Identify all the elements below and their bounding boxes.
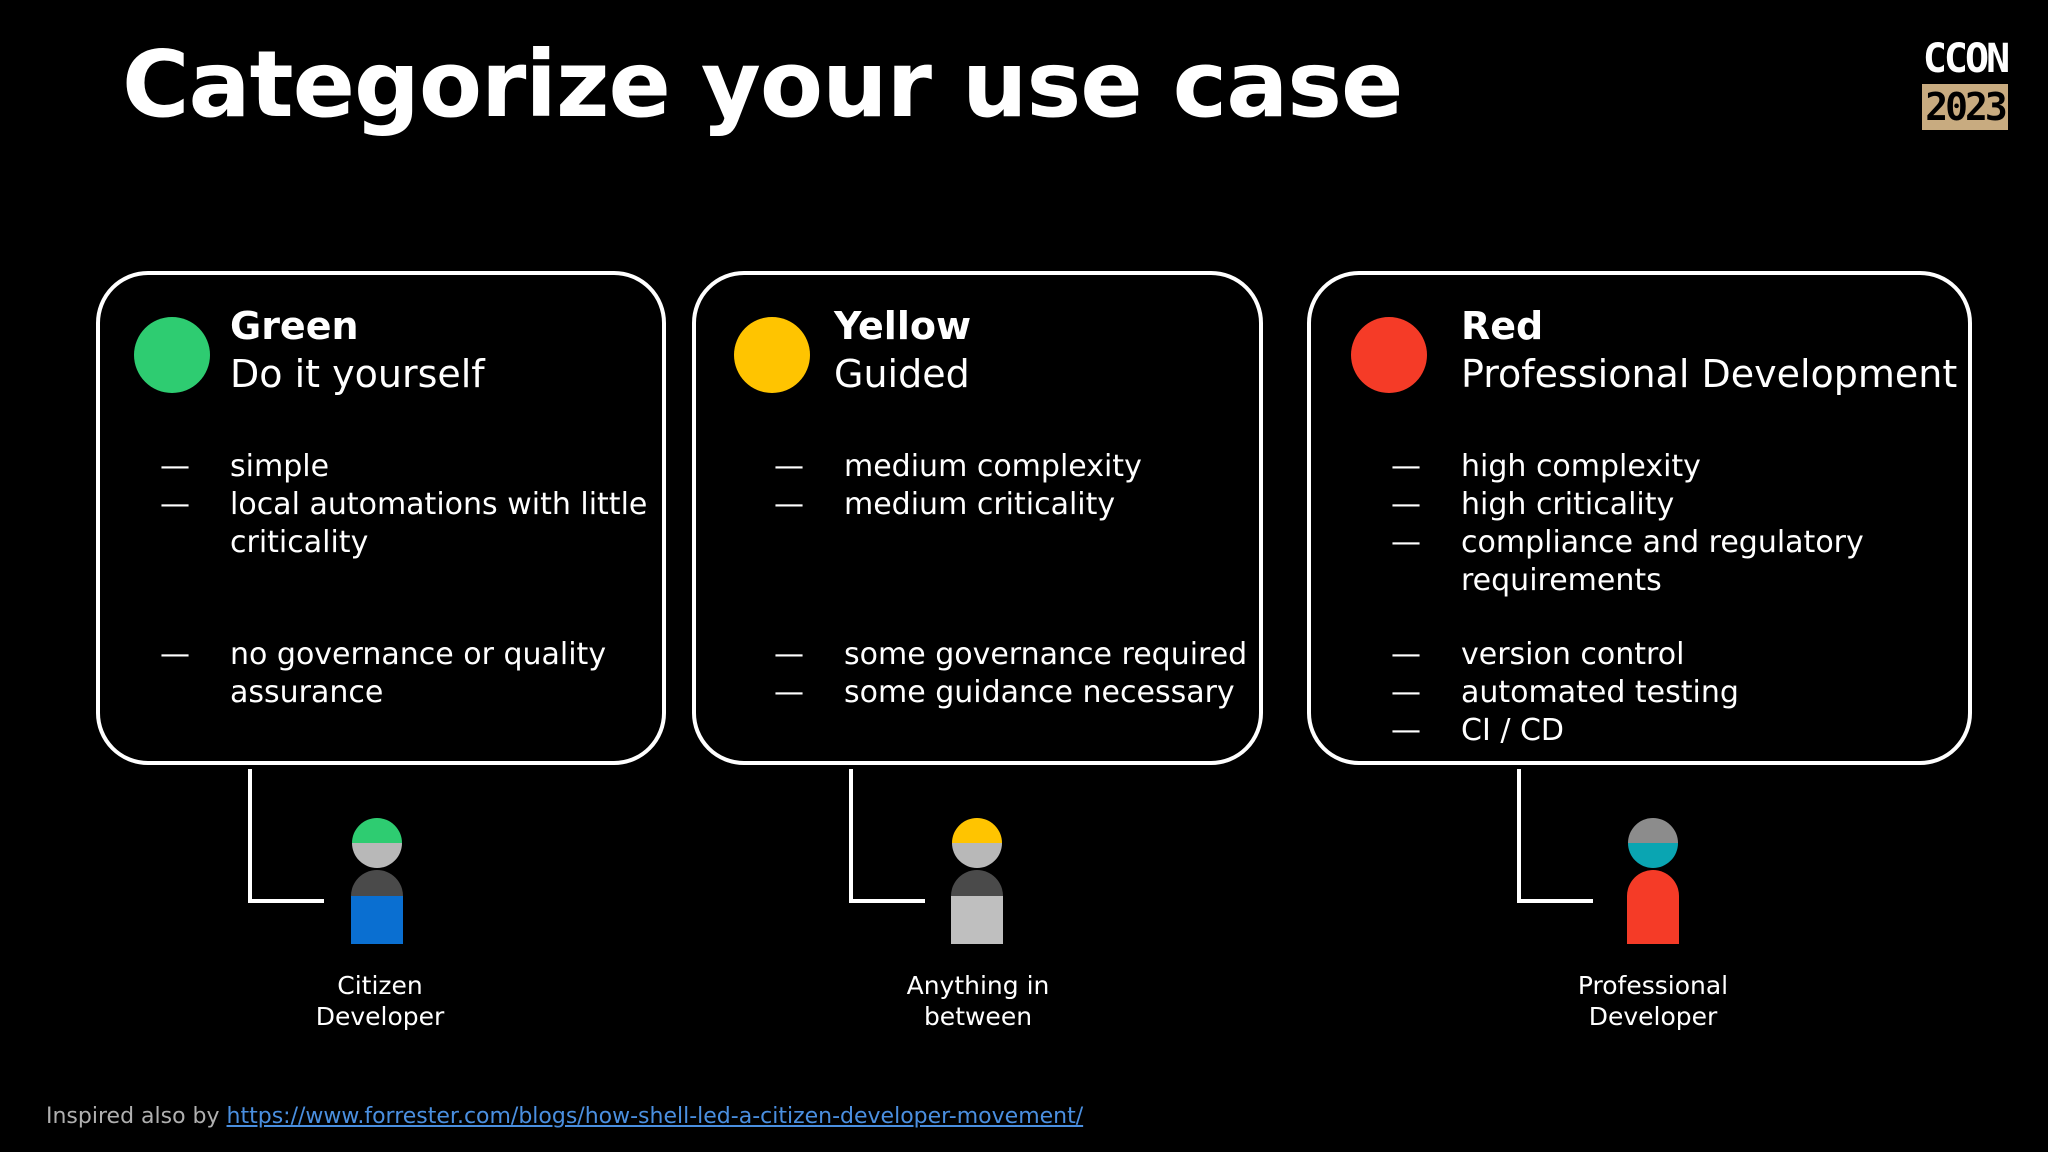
- bullet-dash: —: [774, 449, 804, 484]
- bullet-dash: —: [160, 637, 190, 672]
- card-red: Red Professional Development — high comp…: [1307, 271, 1972, 765]
- connector-red: [1517, 769, 1593, 903]
- card-yellow: Yellow Guided — medium complexity — medi…: [692, 271, 1263, 765]
- card-green-name: Green: [230, 304, 359, 348]
- card-yellow-name: Yellow: [834, 304, 972, 348]
- role-line: Developer: [1588, 1002, 1718, 1031]
- bullet-dash: —: [774, 637, 804, 672]
- ccon-logo: CCON 2023: [1922, 36, 2010, 130]
- bullet-dash: —: [160, 449, 190, 484]
- list-item: medium complexity: [844, 449, 1142, 484]
- card-green-subtitle: Do it yourself: [230, 352, 485, 396]
- list-item: assurance: [230, 675, 384, 710]
- list-item: version control: [1461, 637, 1685, 672]
- bullet-dash: —: [774, 675, 804, 710]
- connector-yellow: [849, 769, 925, 903]
- list-item: CI / CD: [1461, 713, 1565, 748]
- connector-green: [248, 769, 324, 903]
- role-line: Anything in: [906, 971, 1050, 1000]
- bullet-dash: —: [774, 487, 804, 522]
- list-item: high complexity: [1461, 449, 1701, 484]
- role-line: Citizen: [337, 971, 423, 1000]
- role-line: Professional: [1577, 971, 1729, 1000]
- list-item: requirements: [1461, 563, 1662, 598]
- yellow-dot-icon: [734, 317, 810, 393]
- role-label-between: Anything in between: [868, 970, 1088, 1032]
- list-item: simple: [230, 449, 330, 484]
- role-line: Developer: [315, 1002, 445, 1031]
- role-label-professional: Professional Developer: [1543, 970, 1763, 1032]
- card-green: Green Do it yourself — simple — local au…: [96, 271, 666, 765]
- bullet-dash: —: [1391, 637, 1421, 672]
- list-item: medium criticality: [844, 487, 1116, 522]
- card-yellow-subtitle: Guided: [834, 352, 970, 396]
- list-item: local automations with little: [230, 487, 648, 522]
- bullet-dash: —: [1391, 487, 1421, 522]
- card-red-subtitle: Professional Development: [1461, 352, 1958, 396]
- bullet-dash: —: [1391, 675, 1421, 710]
- role-line: between: [923, 1002, 1033, 1031]
- bullet-dash: —: [1391, 713, 1421, 748]
- footer-credit: Inspired also by https://www.forrester.c…: [46, 1104, 1083, 1129]
- role-label-citizen: Citizen Developer: [270, 970, 490, 1032]
- list-item: criticality: [230, 525, 369, 560]
- card-red-name: Red: [1461, 304, 1544, 348]
- bullet-dash: —: [160, 487, 190, 522]
- slide-title: Categorize your use case: [122, 31, 1403, 138]
- list-item: no governance or quality: [230, 637, 607, 672]
- list-item: some guidance necessary: [844, 675, 1235, 710]
- logo-year-text: 2023: [1922, 84, 2008, 130]
- logo-top-text: CCON: [1922, 36, 2010, 82]
- list-item: high criticality: [1461, 487, 1675, 522]
- source-link[interactable]: https://www.forrester.com/blogs/how-shel…: [226, 1104, 1084, 1129]
- footer-prefix: Inspired also by: [46, 1104, 220, 1129]
- list-item: compliance and regulatory: [1461, 525, 1864, 560]
- bullet-dash: —: [1391, 525, 1421, 560]
- bullet-dash: —: [1391, 449, 1421, 484]
- green-dot-icon: [134, 317, 210, 393]
- list-item: automated testing: [1461, 675, 1739, 710]
- red-dot-icon: [1351, 317, 1427, 393]
- list-item: some governance required: [844, 637, 1248, 672]
